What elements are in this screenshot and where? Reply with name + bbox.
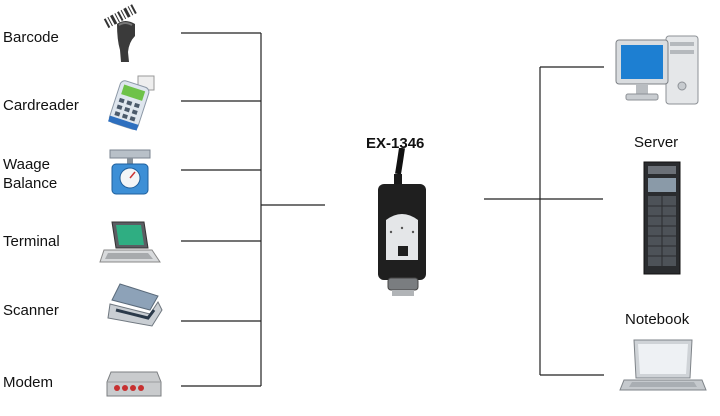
device-label-terminal: Terminal [3, 233, 60, 250]
usb-serial-adapter-icon [378, 148, 426, 296]
notebook-icon [619, 339, 707, 391]
barcode-scanner-icon [103, 4, 137, 62]
server-rack-icon [643, 161, 681, 275]
device-label-barcode: Barcode [3, 29, 59, 46]
scale-icon [109, 149, 151, 195]
device-label-notebook: Notebook [625, 311, 690, 328]
card-reader-icon [108, 75, 155, 131]
device-label-waage: Waage [3, 156, 50, 173]
adapter-label: EX-1346 [366, 135, 425, 152]
device-label-balance: Balance [3, 175, 58, 192]
device-label-cardreader: Cardreader [3, 97, 79, 114]
desktop-computer-icon [615, 35, 699, 105]
terminal-icon [99, 221, 161, 263]
flatbed-scanner-icon [107, 283, 163, 327]
device-label-modem: Modem [3, 374, 54, 391]
modem-icon [106, 371, 162, 397]
device-label-server: Server [634, 134, 679, 151]
device-label-scanner: Scanner [3, 302, 59, 319]
